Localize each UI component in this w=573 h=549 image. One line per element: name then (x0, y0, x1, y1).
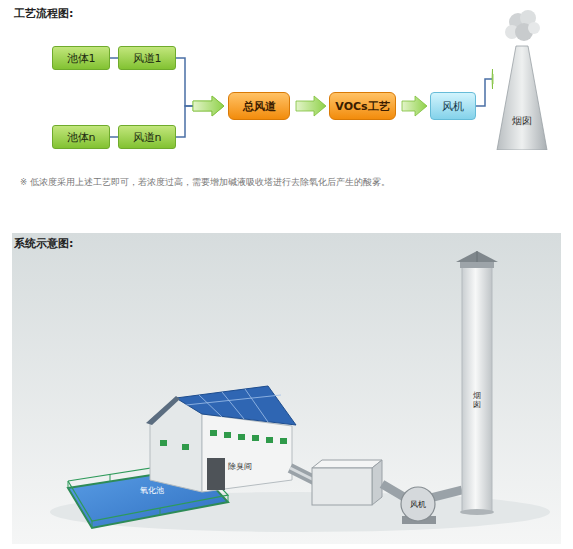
chimney-node: 烟囱 (496, 8, 548, 150)
arrow-head (402, 96, 427, 116)
building-gable (150, 398, 202, 492)
arrow-head (296, 96, 326, 116)
chimney-cap (456, 251, 498, 262)
solar-roof (176, 386, 296, 425)
roof-panels (186, 389, 281, 422)
fan-label: 风机 (410, 499, 426, 510)
chimney-label: 烟囱 (473, 392, 481, 410)
node-text: 风道n (133, 130, 162, 145)
building-wall (202, 414, 292, 492)
node-text: 总风道 (243, 99, 276, 114)
node-text: 风机 (442, 99, 464, 114)
connector (476, 69, 493, 106)
building-label: 除臭间 (228, 461, 252, 472)
fan-casing (401, 487, 435, 521)
connector (176, 96, 224, 137)
pool-box: 池体n (52, 125, 110, 149)
connector (110, 137, 118, 138)
section-heading: 系统示意图: (14, 236, 73, 251)
node-text: 烟囱 (512, 114, 532, 128)
node-text: 风道1 (133, 51, 162, 66)
arrow-head (193, 96, 224, 116)
duct (382, 484, 404, 497)
arrow-head (193, 96, 224, 116)
node-text: VOCs工艺 (335, 99, 389, 114)
illustration-ground (12, 233, 561, 544)
duct-box: 风道n (118, 125, 176, 149)
chimney-base (460, 509, 494, 515)
unit-top (312, 460, 382, 468)
diagram-title: 工艺流程图: (14, 6, 73, 21)
duct-box: 风道1 (118, 46, 176, 70)
connector (176, 58, 224, 116)
chimney-cap-post (477, 251, 478, 262)
node-text: 池体1 (67, 51, 96, 66)
duct (430, 490, 462, 498)
note-text: ※ 低浓度采用上述工艺即可，若浓度过高，需要增加碱液吸收塔进行去除氧化后产生的酸… (20, 177, 390, 189)
pool-box: 池体1 (52, 46, 110, 70)
connector (110, 58, 118, 59)
voc-unit (312, 468, 372, 505)
unit-side (372, 460, 382, 505)
chimney-band (460, 262, 494, 268)
windows (160, 430, 287, 450)
fan-box: 风机 (430, 92, 476, 120)
roof-edge (146, 396, 180, 425)
process-box: 总风道 (228, 92, 290, 120)
chimney-shape (496, 8, 548, 150)
chimney (462, 266, 492, 512)
connector (402, 96, 427, 116)
process-box: VOCs工艺 (329, 92, 396, 120)
pool-label: 氧化池 (140, 485, 164, 496)
connector (296, 96, 326, 116)
door (207, 458, 225, 490)
node-text: 池体n (67, 130, 96, 145)
arrow-head (492, 69, 493, 89)
